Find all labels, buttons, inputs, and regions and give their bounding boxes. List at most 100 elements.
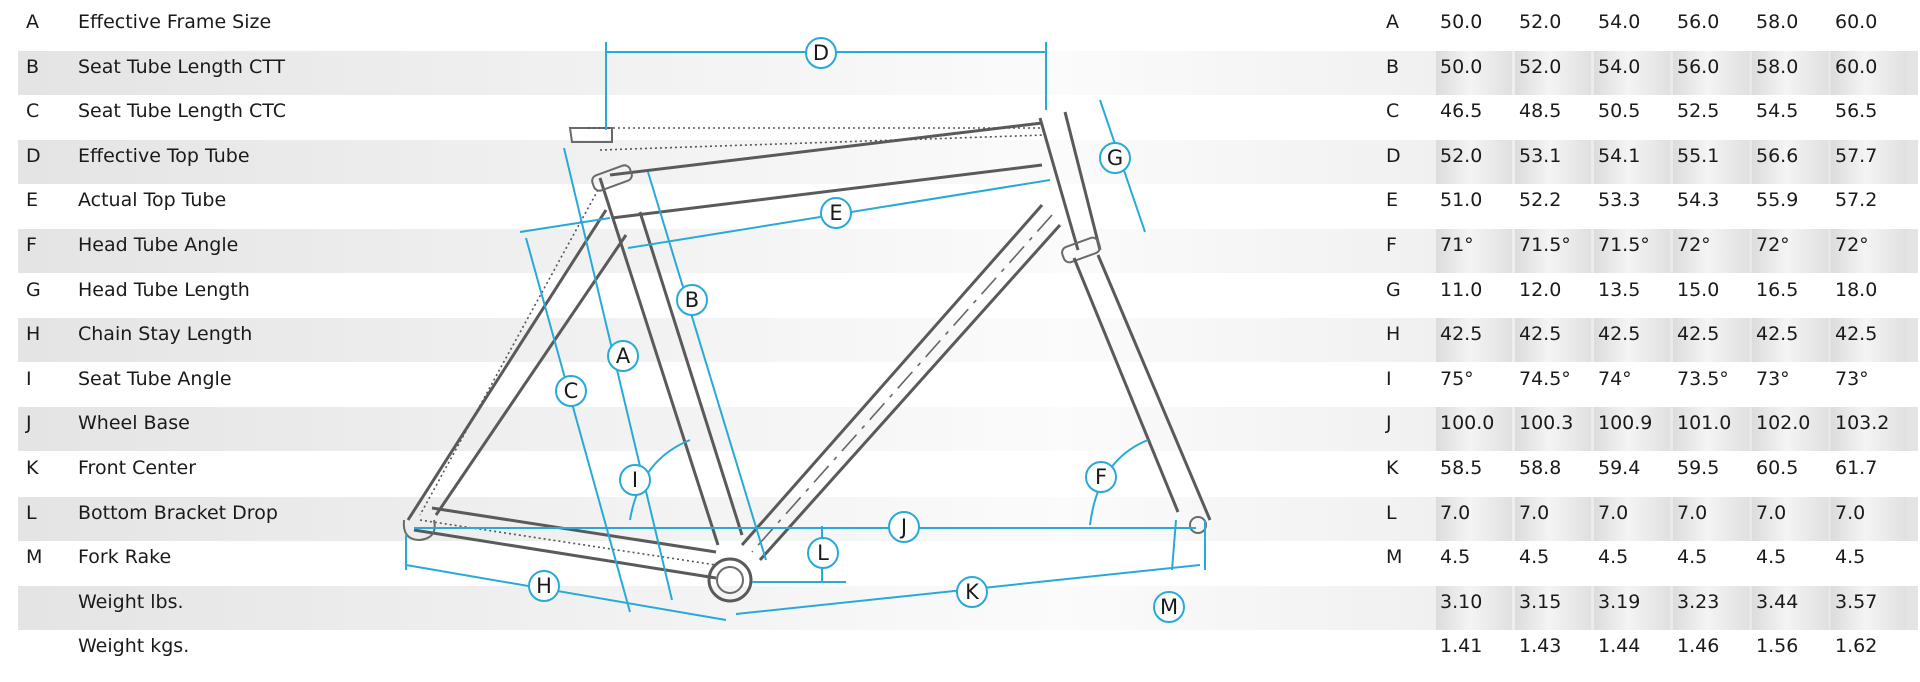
row-letter: I xyxy=(26,367,32,390)
bubble-f: F xyxy=(1085,461,1117,493)
row-value: 3.10 xyxy=(1440,590,1483,613)
row-name: Effective Top Tube xyxy=(78,144,250,167)
row-value: 4.5 xyxy=(1598,546,1629,569)
row-letter-right: F xyxy=(1386,234,1397,256)
row-letter: L xyxy=(26,501,37,524)
row-value: 4.5 xyxy=(1440,546,1471,569)
value-cell-bg xyxy=(1673,139,1749,184)
row-name: Bottom Bracket Drop xyxy=(78,501,278,524)
row-letter-right: M xyxy=(1386,546,1403,569)
row-name: Effective Frame Size xyxy=(78,11,272,33)
bubble-a: A xyxy=(607,340,639,372)
row-letter-right: A xyxy=(1386,11,1399,33)
row-value: 3.19 xyxy=(1598,590,1641,613)
value-cell-bg xyxy=(1594,496,1670,541)
value-cell-bg xyxy=(1831,318,1907,363)
row-value: 52.0 xyxy=(1519,55,1562,78)
row-value: 103.2 xyxy=(1835,412,1890,435)
value-cell-bg xyxy=(1436,50,1512,95)
value-cell-bg xyxy=(1515,50,1591,95)
bubble-d: D xyxy=(805,37,837,69)
value-cell-bg xyxy=(1436,318,1512,363)
row-value: 59.4 xyxy=(1598,457,1641,479)
value-cell-bg xyxy=(1436,585,1512,630)
row-value: 7.0 xyxy=(1835,501,1866,524)
row-name: Seat Tube Length CTT xyxy=(78,55,286,78)
row-value: 3.57 xyxy=(1835,590,1878,613)
row-value: 3.23 xyxy=(1677,590,1720,613)
row-value: 50.0 xyxy=(1440,11,1483,33)
row-letter-right: I xyxy=(1386,367,1392,390)
svg-text:B: B xyxy=(685,288,699,312)
bubble-b: B xyxy=(676,284,708,316)
row-value: 55.9 xyxy=(1756,189,1799,212)
row-value: 7.0 xyxy=(1440,501,1471,524)
row-value: 58.8 xyxy=(1519,457,1562,479)
row-value: 1.56 xyxy=(1756,635,1799,658)
row-value: 54.1 xyxy=(1598,144,1641,167)
row-value: 7.0 xyxy=(1598,501,1629,524)
bubble-l: L xyxy=(807,537,839,569)
row-letter: G xyxy=(26,278,41,301)
bubble-m: M xyxy=(1153,591,1185,623)
value-cell-bg xyxy=(1673,407,1749,452)
bubble-e: E xyxy=(820,197,852,229)
row-name: Weight kgs. xyxy=(78,635,190,658)
row-value: 7.0 xyxy=(1519,501,1550,524)
row-value: 100.3 xyxy=(1519,412,1574,435)
row-letter-right: D xyxy=(1386,144,1401,167)
row-value: 71° xyxy=(1440,234,1474,256)
bubble-h: H xyxy=(528,570,560,602)
row-value: 13.5 xyxy=(1598,278,1641,301)
row-value: 100.9 xyxy=(1598,412,1653,435)
row-value: 15.0 xyxy=(1677,278,1720,301)
row-letter: J xyxy=(26,412,32,435)
row-value: 73.5° xyxy=(1677,367,1729,390)
row-value: 50.5 xyxy=(1598,100,1641,123)
row-name: Seat Tube Angle xyxy=(78,367,232,390)
row-value: 75° xyxy=(1440,367,1474,390)
row-value: 100.0 xyxy=(1440,412,1495,435)
row-value: 102.0 xyxy=(1756,412,1811,435)
row-value: 59.5 xyxy=(1677,457,1720,479)
svg-text:A: A xyxy=(616,344,631,368)
value-cell-bg xyxy=(1673,229,1749,273)
value-cell-bg xyxy=(1594,139,1670,184)
row-value: 42.5 xyxy=(1756,323,1799,346)
row-value: 1.46 xyxy=(1677,635,1720,658)
row-letter: M xyxy=(26,546,43,569)
row-name: Head Tube Length xyxy=(78,278,250,301)
row-value: 46.5 xyxy=(1440,100,1483,123)
row-value: 4.5 xyxy=(1519,546,1550,569)
row-letter: A xyxy=(26,11,39,33)
row-value: 71.5° xyxy=(1519,234,1571,256)
value-cell-bg xyxy=(1515,229,1591,273)
row-value: 52.2 xyxy=(1519,189,1562,212)
row-value: 1.44 xyxy=(1598,635,1641,658)
row-value: 57.7 xyxy=(1835,144,1878,167)
svg-text:L: L xyxy=(817,541,829,565)
row-value: 56.0 xyxy=(1677,55,1720,78)
value-cell-bg xyxy=(1594,585,1670,630)
row-value: 52.5 xyxy=(1677,100,1720,123)
value-cell-bg xyxy=(1515,318,1591,363)
row-value: 72° xyxy=(1835,234,1869,256)
value-cell-bg xyxy=(1831,229,1907,273)
svg-text:E: E xyxy=(829,201,842,225)
row-name: Actual Top Tube xyxy=(78,189,227,212)
svg-text:C: C xyxy=(564,379,579,403)
row-value: 56.0 xyxy=(1677,11,1720,33)
row-letter: B xyxy=(26,55,40,78)
value-cell-bg xyxy=(1752,318,1828,363)
row-value: 18.0 xyxy=(1835,278,1878,301)
svg-text:I: I xyxy=(632,468,638,492)
value-cell-bg xyxy=(1831,407,1907,452)
value-cell-bg xyxy=(1673,585,1749,630)
row-name: Fork Rake xyxy=(78,546,172,569)
value-cell-bg xyxy=(1752,229,1828,273)
row-value: 74° xyxy=(1598,367,1632,390)
row-letter-right: H xyxy=(1386,323,1401,346)
value-cell-bg xyxy=(1752,585,1828,630)
row-value: 16.5 xyxy=(1756,278,1799,301)
row-value: 54.3 xyxy=(1677,189,1720,212)
